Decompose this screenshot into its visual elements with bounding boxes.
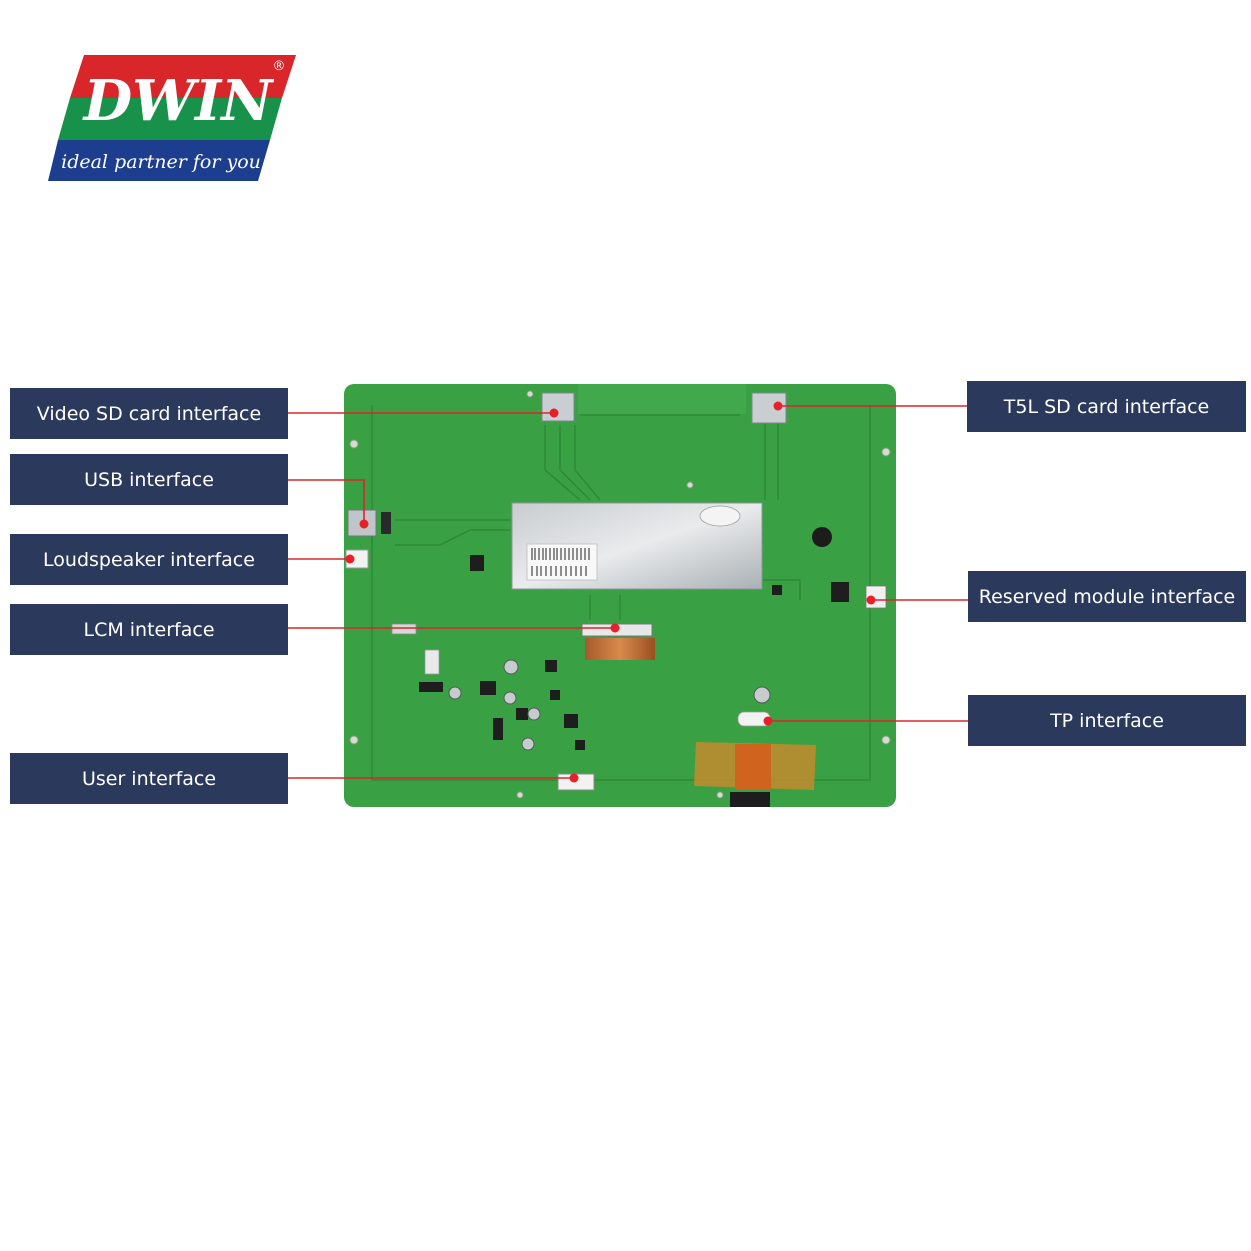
logo-registered-mark: ® (273, 59, 286, 74)
callout-usb: USB interface (10, 454, 288, 505)
video-sd-slot (541, 392, 575, 422)
bottom-notch (730, 792, 770, 807)
dot-t5l-sd (773, 401, 783, 411)
dot-video-sd (549, 408, 559, 418)
logo-green-band (58, 98, 282, 140)
dot-reserved-module (866, 595, 876, 605)
logo-red-band (70, 55, 296, 98)
callout-reserved-module: Reserved module interface (968, 571, 1246, 622)
logo-blue-band (48, 140, 270, 181)
pcb-board (344, 384, 896, 807)
leader-dots (345, 401, 876, 783)
callout-lcm: LCM interface (10, 604, 288, 655)
callout-user: User interface (10, 753, 288, 804)
components (419, 555, 849, 750)
barcode (531, 548, 590, 576)
dot-loudspeaker (345, 554, 355, 564)
dot-tp (763, 716, 773, 726)
callout-video-sd: Video SD card interface (10, 388, 288, 439)
dot-lcm (610, 623, 620, 633)
buzzer (812, 527, 832, 547)
traces (371, 405, 871, 781)
qc-sticker (699, 505, 741, 527)
tp-flex-cable (735, 744, 771, 790)
leader-lines (288, 405, 968, 779)
mounting-holes (349, 390, 891, 799)
logo-brand: DWIN (82, 68, 275, 134)
callout-t5l-sd: T5L SD card interface (967, 381, 1246, 432)
capacitors (448, 659, 771, 751)
logo-tagline: ideal partner for you (61, 151, 261, 173)
dwin-logo: DWIN ® ideal partner for you (48, 55, 296, 181)
callout-loudspeaker: Loudspeaker interface (10, 534, 288, 585)
dot-user (569, 773, 579, 783)
leader-usb (288, 479, 365, 524)
callout-tp: TP interface (968, 695, 1246, 746)
dot-usb (359, 519, 369, 529)
top-strip (578, 384, 746, 414)
inductor-coil (585, 638, 655, 660)
